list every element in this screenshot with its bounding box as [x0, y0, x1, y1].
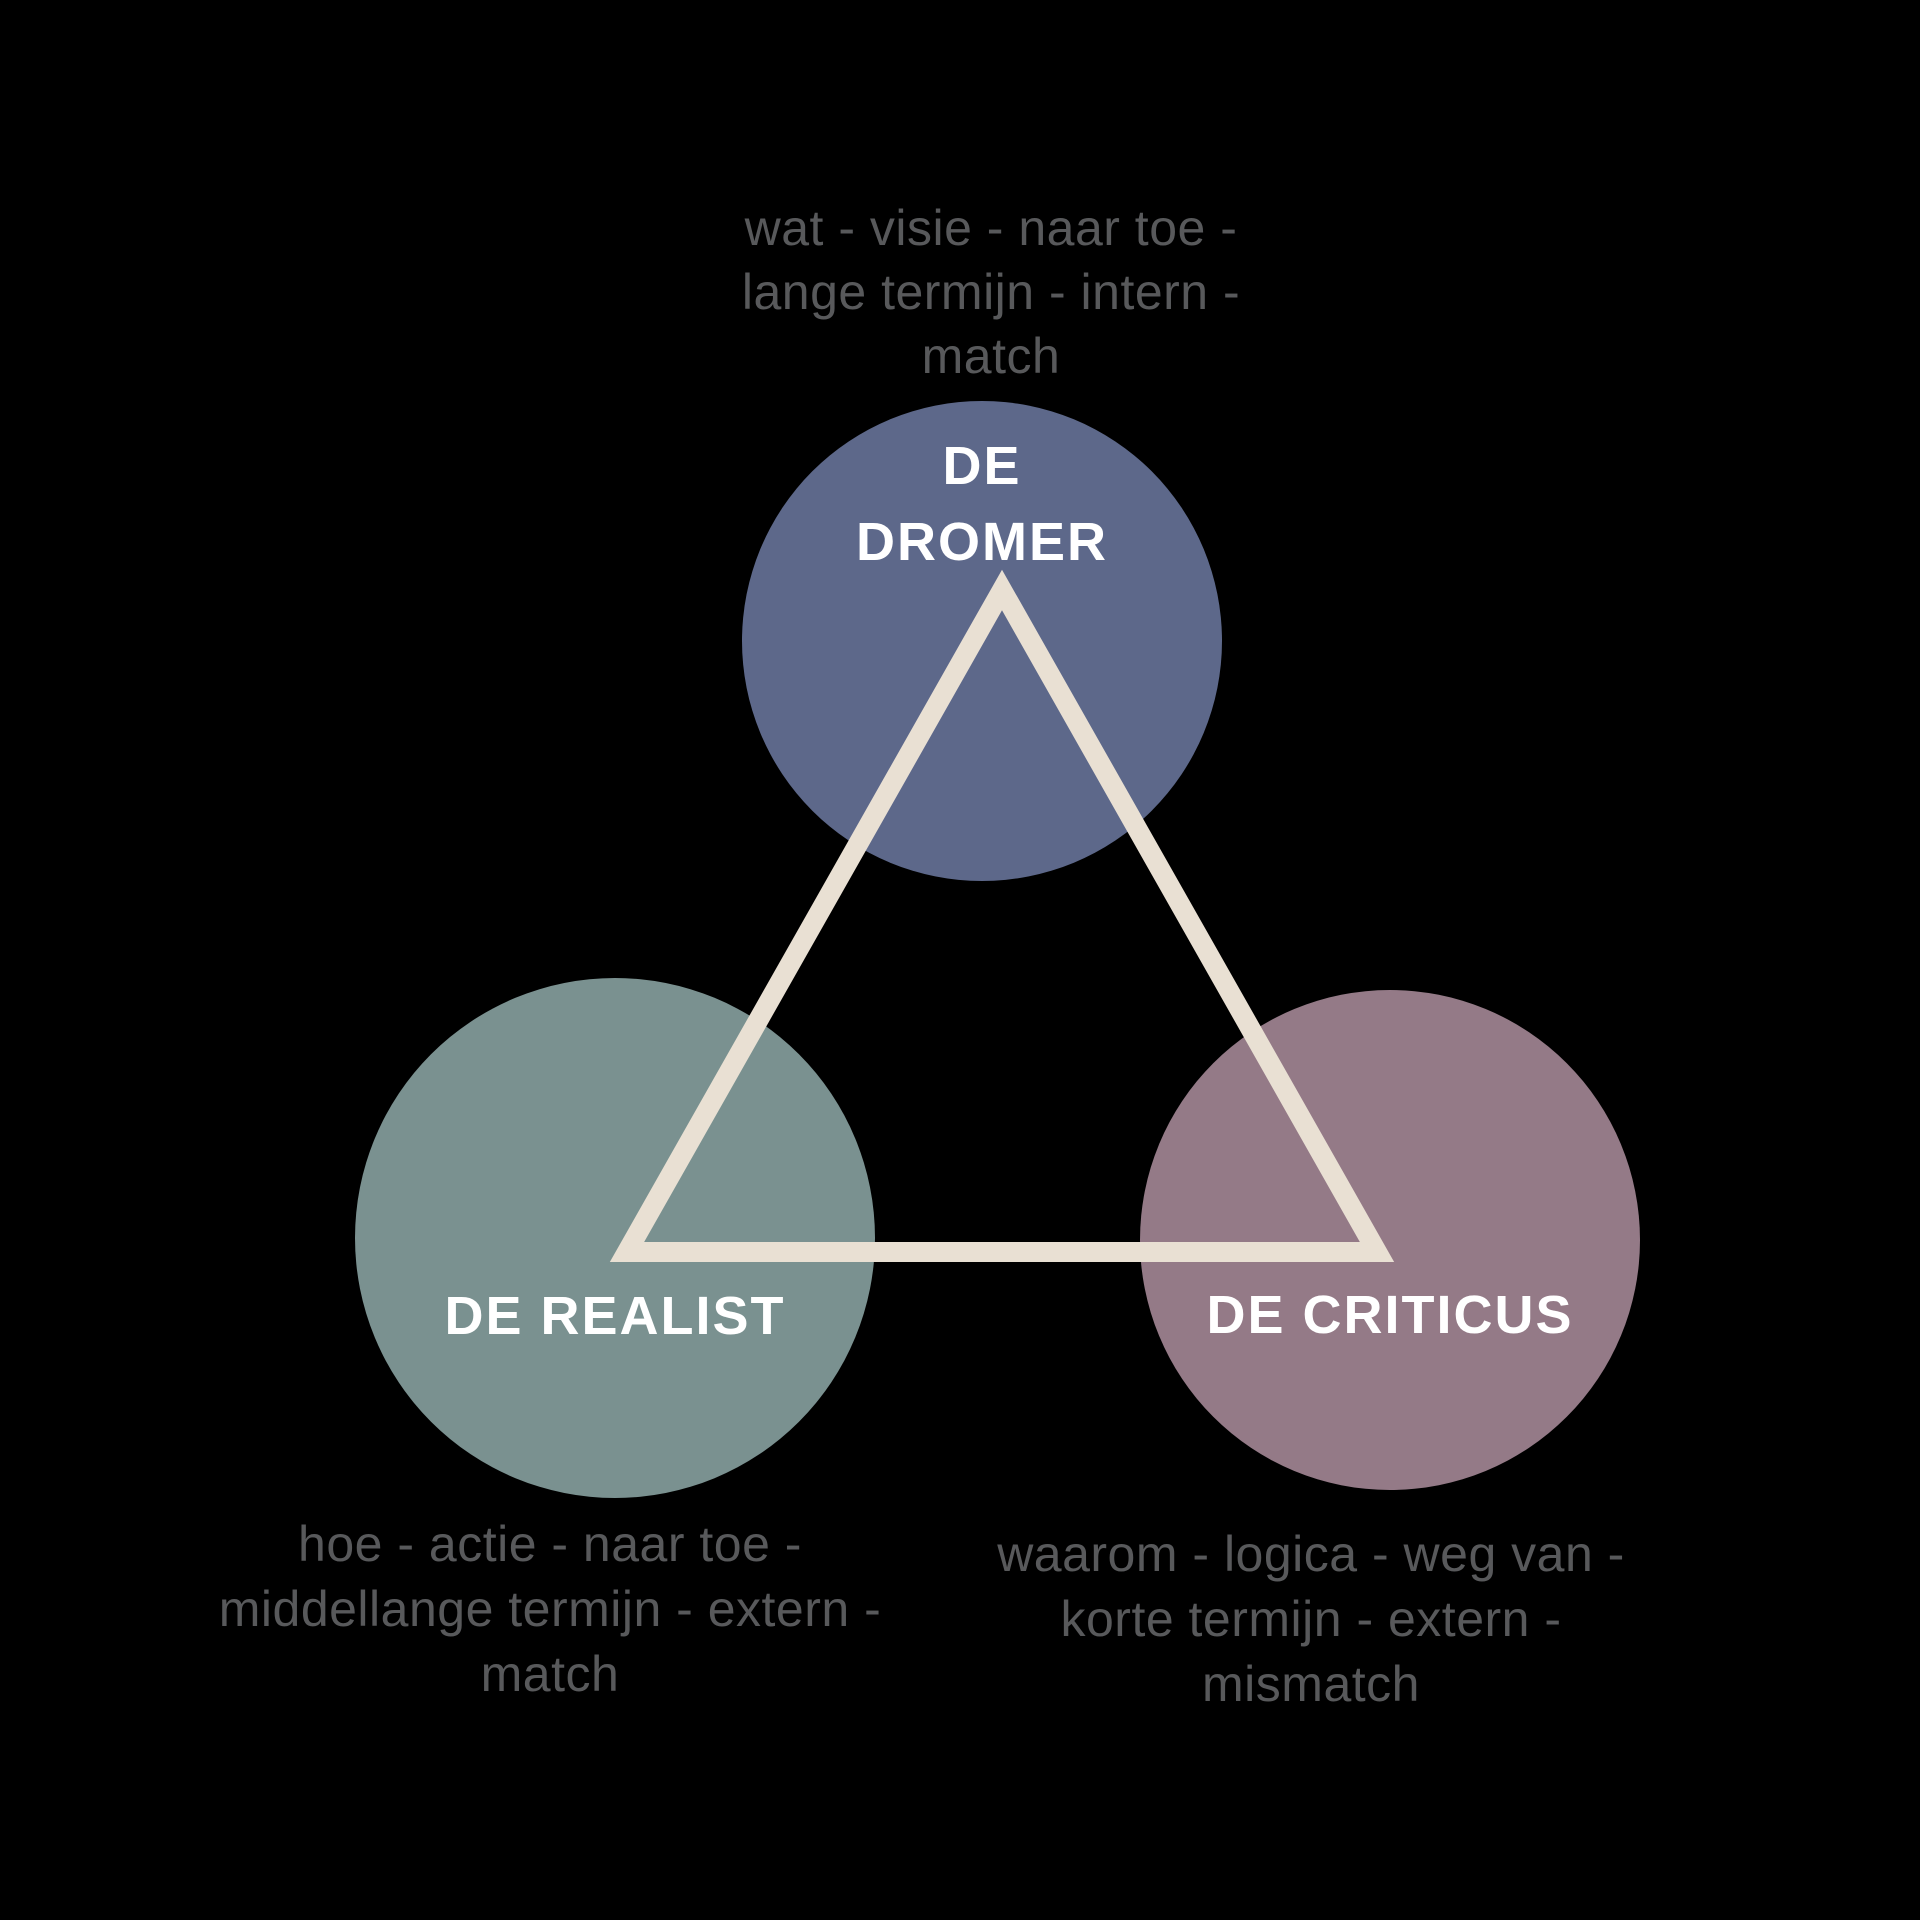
- criticus-circle: [1140, 990, 1640, 1490]
- criticus-notes-line1: waarom - logica - weg van -: [997, 1526, 1625, 1582]
- criticus-notes: waarom - logica - weg van - korte termij…: [911, 1522, 1711, 1717]
- dromer-notes-line1: wat - visie - naar toe -: [744, 200, 1238, 256]
- realist-notes-line1: hoe - actie - naar toe -: [298, 1516, 802, 1572]
- dromer-notes: wat - visie - naar toe - lange termijn -…: [591, 196, 1391, 388]
- realist-circle: [355, 978, 875, 1498]
- criticus-notes-line2: korte termijn - extern -: [1060, 1591, 1562, 1647]
- realist-title: DE REALIST: [444, 1286, 786, 1346]
- dromer-title-line2: DROMER: [856, 512, 1108, 572]
- realist-notes-line2: middellange termijn - extern -: [218, 1581, 882, 1637]
- criticus-title: DE CRITICUS: [1206, 1285, 1574, 1345]
- dromer-notes-line2: lange termijn - intern -: [741, 264, 1241, 320]
- criticus-notes-line3: mismatch: [1202, 1656, 1420, 1712]
- dromer-notes-line3: match: [921, 328, 1061, 384]
- triangle-polygon: [609, 569, 1395, 1262]
- realist-notes: hoe - actie - naar toe - middellange ter…: [150, 1512, 950, 1707]
- dromer-title: DE DROMER: [742, 428, 1222, 580]
- dromer-title-line1: DE: [942, 436, 1022, 496]
- realist-notes-line3: match: [480, 1646, 620, 1702]
